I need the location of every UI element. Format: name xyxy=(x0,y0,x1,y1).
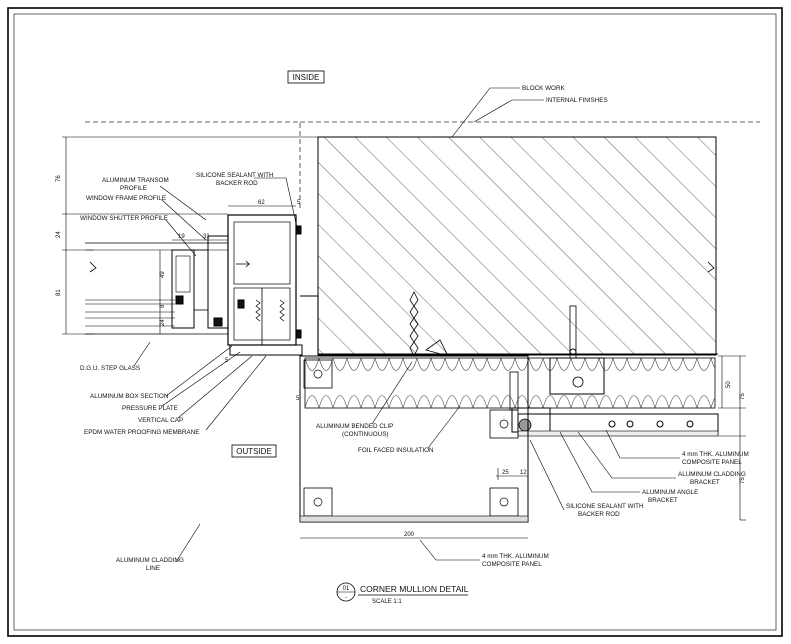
svg-text:24: 24 xyxy=(56,231,62,238)
cladding-bracket xyxy=(509,357,605,433)
svg-text:81: 81 xyxy=(56,289,62,296)
svg-text:200: 200 xyxy=(404,532,415,538)
svg-text:75: 75 xyxy=(740,477,746,484)
svg-text:BRACKET: BRACKET xyxy=(648,497,678,504)
title-number: 01 xyxy=(343,586,350,592)
svg-text:BRACKET: BRACKET xyxy=(690,479,720,486)
label-box-section: ALUMINUM BOX SECTION xyxy=(90,393,169,400)
svg-text:5: 5 xyxy=(297,200,301,206)
label-internal-finishes: INTERNAL FINISHES xyxy=(546,97,608,104)
label-dgu-glass: D.G.U. STEP GLASS xyxy=(80,365,140,372)
title-scale: SCALE 1:1 xyxy=(372,599,402,605)
label-acp-bottom: 4 mm THK. ALUMINUM xyxy=(482,553,549,560)
title-name: CORNER MULLION DETAIL xyxy=(360,584,469,594)
label-sealant-top: SILICONE SEALANT WITH xyxy=(196,172,274,179)
svg-text:76: 76 xyxy=(56,175,62,182)
label-epdm: EPDM WATER PROOFING MEMBRANE xyxy=(84,429,199,436)
svg-text:31: 31 xyxy=(203,234,210,240)
label-pressure-plate: PRESSURE PLATE xyxy=(122,405,178,412)
block-work xyxy=(317,136,717,356)
label-block-work: BLOCK WORK xyxy=(522,85,565,92)
svg-text:50: 50 xyxy=(726,381,732,388)
svg-text:COMPOSITE PANEL: COMPOSITE PANEL xyxy=(482,561,542,568)
sheet-border-inner xyxy=(13,13,777,631)
internal-finishes-line xyxy=(85,121,301,210)
svg-text:BACKER ROD: BACKER ROD xyxy=(578,511,620,518)
svg-text:25: 25 xyxy=(502,470,509,476)
svg-text:(CONTINUOUS): (CONTINUOUS) xyxy=(342,431,389,438)
svg-text:8: 8 xyxy=(160,304,166,308)
composite-panel-bottom xyxy=(299,355,529,523)
svg-text:BACKER ROD: BACKER ROD xyxy=(216,180,258,187)
label-cladding-line: ALUMINUM CLADDING xyxy=(116,557,184,564)
svg-text:5: 5 xyxy=(296,396,300,402)
composite-panel-right xyxy=(517,413,719,437)
label-cladding-bracket: ALUMINUM CLADDING xyxy=(678,471,746,478)
outside-tag: OUTSIDE xyxy=(231,444,277,458)
label-acp-right: 4 mm THK. ALUMINUM xyxy=(682,451,749,458)
svg-text:LINE: LINE xyxy=(146,565,160,572)
label-bended-clip: ALUMINUM BENDED CLIP xyxy=(316,423,393,430)
label-sealant-bottom: SILICONE SEALANT WITH xyxy=(566,503,644,510)
svg-text:62: 62 xyxy=(258,200,265,206)
svg-text:49: 49 xyxy=(160,271,166,278)
label-window-frame: WINDOW FRAME PROFILE xyxy=(86,195,166,202)
svg-text:OUTSIDE: OUTSIDE xyxy=(236,447,272,456)
leader-lines xyxy=(133,87,680,563)
inside-tag: INSIDE xyxy=(287,70,325,84)
label-angle-bracket: ALUMINUM ANGLE xyxy=(642,489,698,496)
foil-faced-insulation xyxy=(304,357,716,409)
label-window-shutter: WINDOW SHUTTER PROFILE xyxy=(80,215,168,222)
label-transom: ALUMINUM TRANSOM xyxy=(102,177,169,184)
label-vertical-cap: VERTICAL CAP xyxy=(138,417,183,424)
svg-text:19: 19 xyxy=(178,234,185,240)
title-block: 01 - CORNER MULLION DETAIL SCALE 1:1 xyxy=(336,582,469,605)
aluminum-bended-clip xyxy=(300,295,718,355)
label-foil-insulation: FOIL FACED INSULATION xyxy=(358,447,434,454)
dimension-lines xyxy=(62,136,746,539)
window-assembly xyxy=(85,214,718,520)
svg-text:-: - xyxy=(345,595,347,601)
sheet-border-outer xyxy=(7,7,783,637)
svg-text:COMPOSITE PANEL: COMPOSITE PANEL xyxy=(682,459,742,466)
svg-text:PROFILE: PROFILE xyxy=(120,185,147,192)
svg-text:75: 75 xyxy=(740,393,746,400)
svg-text:24: 24 xyxy=(160,319,166,326)
svg-text:INSIDE: INSIDE xyxy=(293,73,320,82)
svg-text:12: 12 xyxy=(520,470,527,476)
